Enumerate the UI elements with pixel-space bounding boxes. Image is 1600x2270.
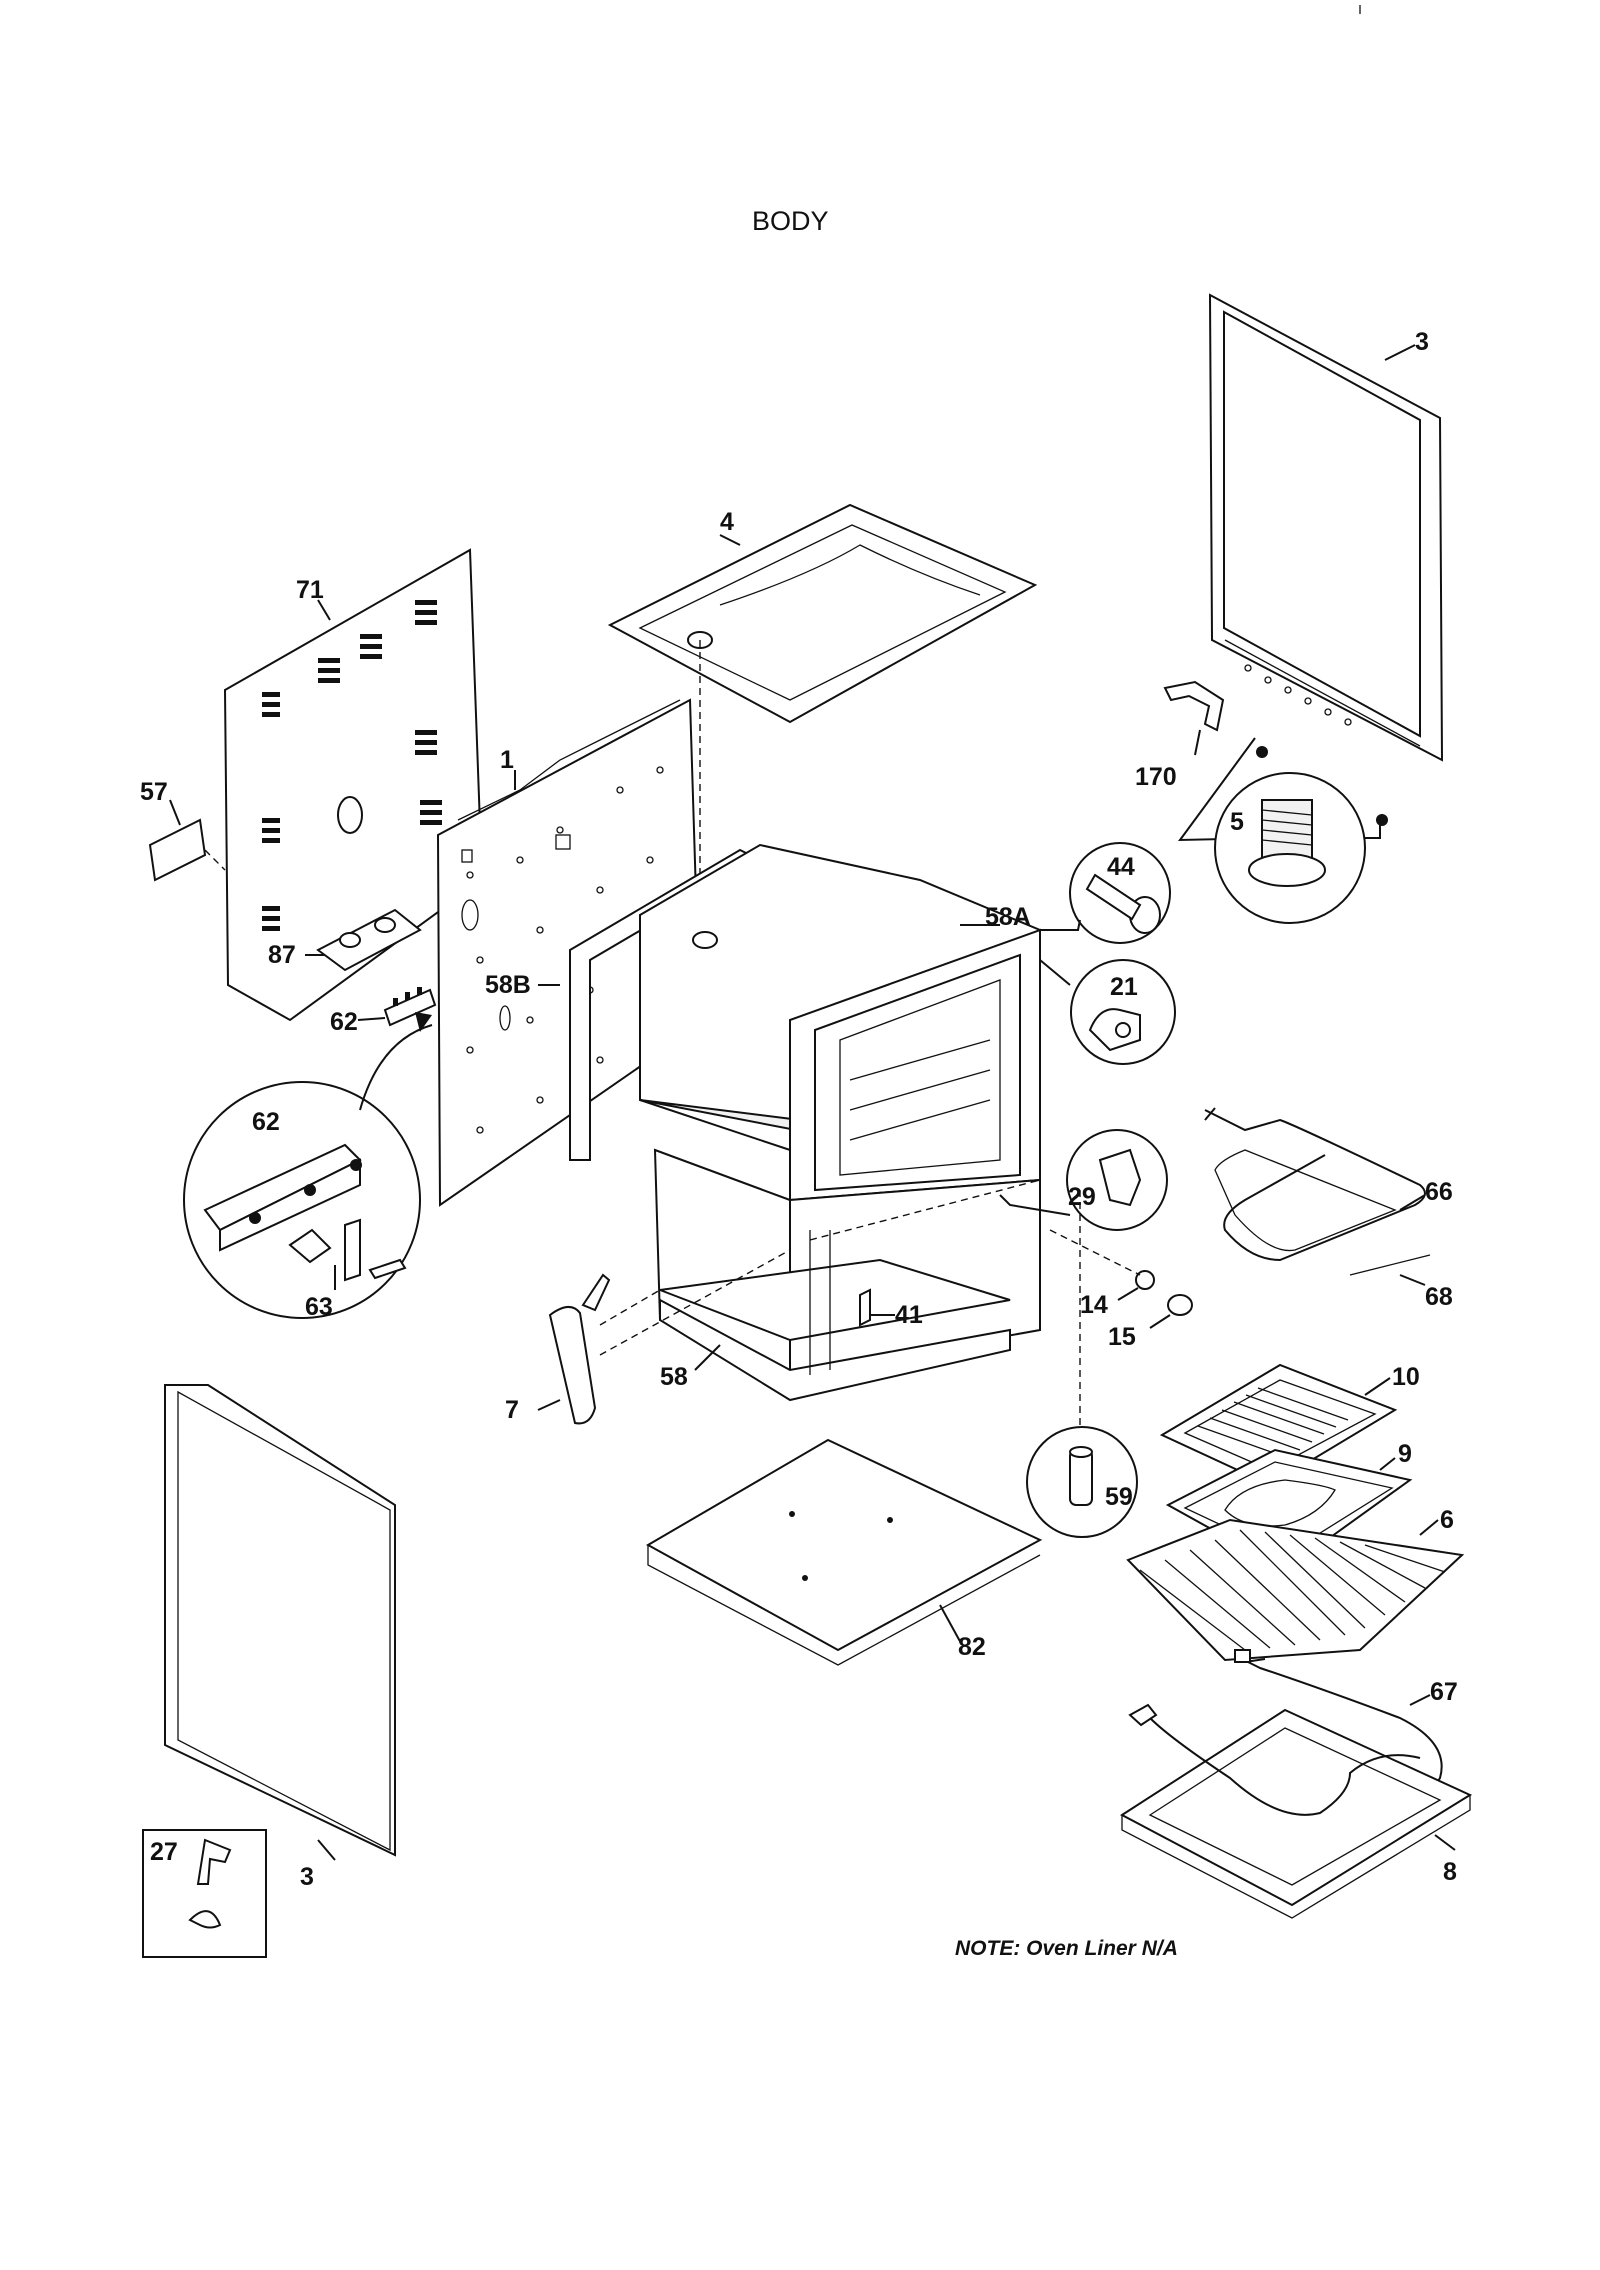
callout-71: 71 <box>296 576 324 604</box>
lower-cabinet-icon <box>653 1148 1041 1402</box>
callout-15: 15 <box>1108 1323 1136 1351</box>
callout-5: 5 <box>1230 808 1244 836</box>
anti-tip-detail-circle <box>1026 1190 1138 1538</box>
callout-10: 10 <box>1392 1363 1420 1391</box>
oven-bottom-panel-icon <box>1120 1703 1473 1919</box>
callout-44: 44 <box>1107 853 1135 881</box>
callout-7: 7 <box>505 1396 519 1424</box>
callout-14: 14 <box>1080 1291 1108 1319</box>
lamp-socket-detail-circle <box>999 1129 1168 1231</box>
diagram-title: BODY <box>752 206 829 236</box>
callout-3-left: 3 <box>300 1863 314 1891</box>
terminal-detail-circle <box>183 1081 421 1319</box>
callout-87: 87 <box>268 941 296 969</box>
callout-63: 63 <box>305 1293 333 1321</box>
leveler-bracket-icon <box>1163 680 1225 732</box>
callout-62-detail: 62 <box>252 1108 280 1136</box>
callout-62-top: 62 <box>330 1008 358 1036</box>
oven-cavity-icon <box>569 843 1041 1202</box>
broil-pan-grid-icon <box>1159 1363 1398 1487</box>
callout-58a: 58A <box>985 903 1031 931</box>
callout-58: 58 <box>660 1363 688 1391</box>
back-panel-icon <box>223 548 484 1022</box>
access-cover-icon <box>148 818 226 882</box>
broil-element-icon <box>1204 1107 1431 1276</box>
callout-8: 8 <box>1443 1858 1457 1886</box>
callout-29: 29 <box>1068 1183 1096 1211</box>
callout-3-right: 3 <box>1415 328 1429 356</box>
lamp-bulb-icon <box>1049 1229 1193 1316</box>
door-hinge-icon <box>548 1249 791 1425</box>
callout-82: 82 <box>958 1633 986 1661</box>
side-panel-left-icon <box>164 1384 396 1857</box>
callout-1: 1 <box>500 746 514 774</box>
clip-detail-circle <box>1039 959 1176 1065</box>
callout-4: 4 <box>720 508 734 536</box>
door-stop-icon <box>859 1288 871 1327</box>
callout-41: 41 <box>895 1301 923 1329</box>
callout-57: 57 <box>140 778 168 806</box>
callout-27: 27 <box>150 1838 178 1866</box>
leveling-leg-icon <box>1177 737 1388 924</box>
top-panel-icon <box>607 503 1038 724</box>
callout-68: 68 <box>1425 1283 1453 1311</box>
side-panel-right-icon <box>1208 293 1444 762</box>
callout-170: 170 <box>1135 763 1177 791</box>
bottom-panel-icon <box>645 1438 1043 1666</box>
oven-rack-icon <box>1126 1518 1465 1662</box>
terminal-bracket-icon <box>316 908 422 972</box>
callout-9: 9 <box>1398 1440 1412 1468</box>
callout-21: 21 <box>1110 973 1138 1001</box>
knob-detail-circle <box>1040 842 1171 944</box>
oven-liner-note: NOTE: Oven Liner N/A <box>955 1937 1178 1960</box>
callout-66: 66 <box>1425 1178 1453 1206</box>
callout-59: 59 <box>1105 1483 1133 1511</box>
callout-58b: 58B <box>485 971 531 999</box>
callout-67: 67 <box>1430 1678 1458 1706</box>
part-27-box <box>142 1829 267 1958</box>
terminal-block-icon <box>383 987 437 1027</box>
callout-6: 6 <box>1440 1506 1454 1534</box>
